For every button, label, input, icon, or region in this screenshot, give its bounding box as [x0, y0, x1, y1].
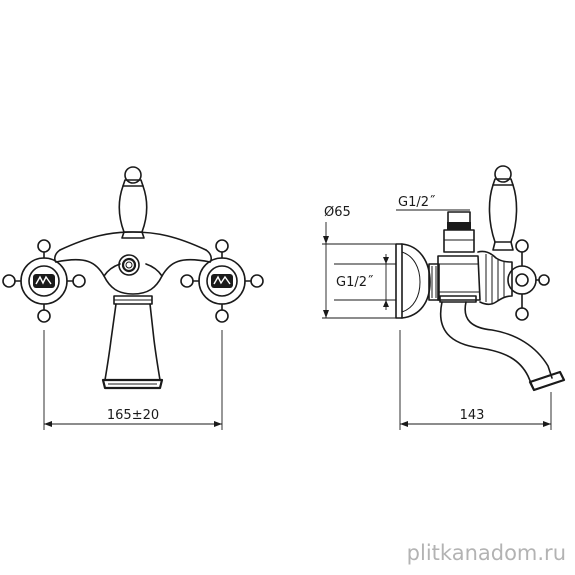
thread-side-label: G1/2˝ — [336, 275, 374, 290]
side-spout — [439, 301, 566, 392]
side-ribbed-section — [477, 250, 513, 306]
thread-side-dimension — [334, 254, 396, 310]
side-inlet-nut — [443, 211, 475, 253]
front-cross-handle-right — [180, 239, 264, 323]
front-diverter-knob — [118, 254, 140, 276]
side-connector — [428, 263, 440, 301]
diameter-dimension — [322, 222, 396, 319]
front-collar — [113, 295, 153, 305]
front-lever-handle — [118, 166, 148, 239]
side-view: G1/2˝ Ø65 G1/2˝ 143 — [322, 165, 566, 430]
front-view: 165±20 — [2, 166, 264, 430]
side-body — [437, 255, 481, 303]
watermark-text: plitkanadom.ru — [407, 541, 566, 565]
diameter-label: Ø65 — [324, 205, 351, 220]
front-width-label: 165±20 — [107, 408, 159, 423]
front-body — [54, 231, 212, 295]
side-wall-flange — [395, 243, 431, 319]
side-depth-label: 143 — [460, 408, 485, 423]
side-cross-handle — [507, 239, 550, 321]
side-depth-dimension — [399, 330, 552, 430]
side-lever-handle — [488, 165, 518, 251]
front-width-dimension — [43, 330, 223, 430]
front-spout — [101, 303, 164, 390]
thread-top-label: G1/2˝ — [398, 195, 436, 210]
front-cross-handle-left — [2, 239, 86, 323]
